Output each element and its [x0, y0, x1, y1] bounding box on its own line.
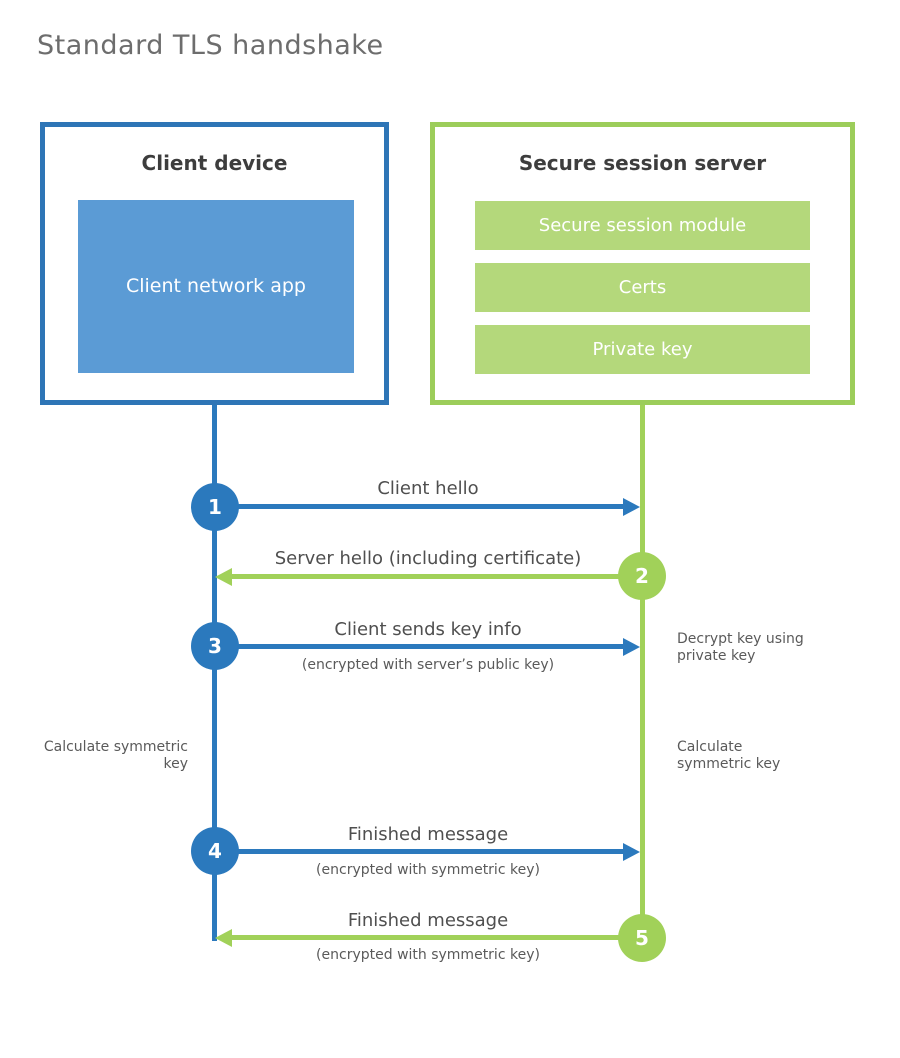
message-4-label: Finished message: [347, 824, 509, 845]
arrow-right-icon: [623, 638, 640, 656]
client-network-app-box: Client network app: [78, 200, 354, 373]
server-lifeline: [640, 405, 645, 940]
page-title: Standard TLS handshake: [37, 30, 384, 61]
message-5-sublabel: (encrypted with symmetric key): [316, 947, 540, 963]
message-1-arrow-line: [215, 504, 625, 509]
secure-session-server-box: Secure session server Secure session mod…: [430, 122, 855, 405]
client-lifeline: [212, 405, 217, 941]
message-4-arrow-line: [215, 849, 625, 854]
step-2-badge: 2: [618, 552, 666, 600]
calculate-symmetric-key-note-client: Calculate symmetric key: [43, 739, 188, 772]
message-5-arrow-line: [232, 935, 642, 940]
secure-session-server-title: Secure session server: [518, 151, 767, 175]
client-device-title: Client device: [141, 151, 288, 175]
message-1-label: Client hello: [377, 478, 479, 499]
arrow-right-icon: [623, 498, 640, 516]
arrow-right-icon: [623, 843, 640, 861]
message-3-label: Client sends key info: [334, 619, 522, 640]
step-5-badge: 5: [618, 914, 666, 962]
step-3-badge: 3: [191, 622, 239, 670]
arrow-left-icon: [215, 929, 232, 947]
certs-bar: Certs: [475, 263, 810, 312]
message-3-sublabel: (encrypted with server’s public key): [301, 657, 555, 673]
message-5-label: Finished message: [347, 910, 509, 931]
private-key-bar: Private key: [475, 325, 810, 374]
step-1-badge: 1: [191, 483, 239, 531]
calculate-symmetric-key-note-server: Calculate symmetric key: [677, 739, 781, 772]
decrypt-key-note: Decrypt key using private key: [677, 631, 804, 664]
message-3-arrow-line: [215, 644, 625, 649]
message-4-sublabel: (encrypted with symmetric key): [316, 862, 540, 878]
secure-session-module-bar: Secure session module: [475, 201, 810, 250]
step-4-badge: 4: [191, 827, 239, 875]
message-2-label: Server hello (including certificate): [274, 548, 582, 569]
arrow-left-icon: [215, 568, 232, 586]
message-2-arrow-line: [232, 574, 642, 579]
client-device-box: Client device Client network app: [40, 122, 389, 405]
